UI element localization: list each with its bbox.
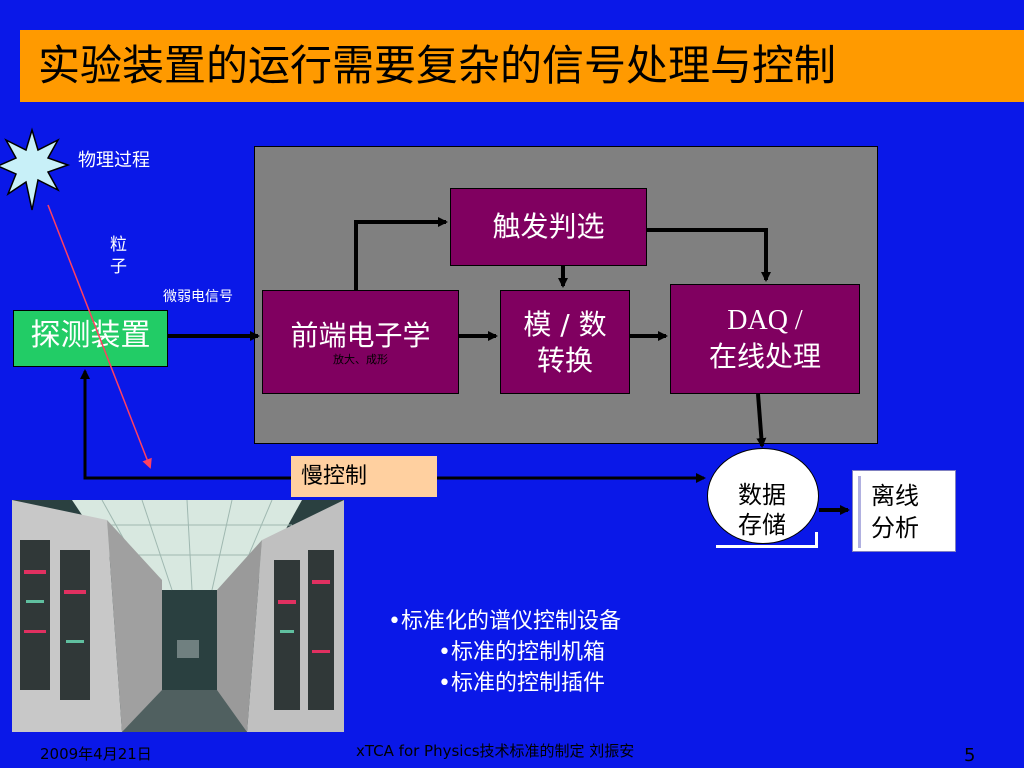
frontend-sub-label: 放大、成形 bbox=[333, 353, 388, 366]
detector-box: 探测装置 bbox=[13, 310, 168, 367]
page-title: 实验装置的运行需要复杂的信号处理与控制 bbox=[20, 30, 1024, 102]
bullet-2: •标准的控制机箱 bbox=[438, 640, 605, 665]
data-storage-shape bbox=[707, 448, 819, 544]
particle-label: 粒 子 bbox=[110, 235, 127, 277]
server-racks-image bbox=[12, 500, 344, 732]
frontend-box: 前端电子学 放大、成形 bbox=[262, 290, 459, 394]
weak-signal-label: 微弱电信号 bbox=[163, 289, 233, 305]
offline-line-2: 分析 bbox=[871, 514, 919, 542]
footer-date: 2009年4月21日 bbox=[40, 745, 152, 763]
trigger-box: 触发判选 bbox=[450, 188, 647, 266]
data-storage-label: 数据 存储 bbox=[716, 480, 808, 540]
footer-center: xTCA for Physics技术标准的制定 刘振安 bbox=[356, 742, 635, 760]
adc-label-2: 转换 bbox=[536, 344, 593, 377]
daq-box: DAQ / 在线处理 bbox=[670, 284, 860, 394]
slow-control-box: 慢控制 bbox=[291, 456, 437, 497]
offline-line-1: 离线 bbox=[871, 482, 919, 510]
daq-label-1: DAQ / bbox=[727, 305, 803, 336]
daq-label-2: 在线处理 bbox=[708, 340, 821, 373]
adc-label-1: 模 / 数 bbox=[523, 308, 607, 341]
storage-line-1: 数据 bbox=[738, 481, 786, 509]
footer-page-number: 5 bbox=[964, 745, 976, 766]
offline-analysis-label: 离线 分析 bbox=[858, 476, 952, 548]
physics-process-label: 物理过程 bbox=[78, 150, 150, 171]
control-room-photo bbox=[12, 500, 344, 732]
adc-box: 模 / 数 转换 bbox=[500, 290, 630, 394]
storage-line-2: 存储 bbox=[738, 511, 786, 539]
frontend-label: 前端电子学 bbox=[290, 319, 431, 352]
bullet-1: •标准化的谱仪控制设备 bbox=[388, 609, 621, 634]
trigger-label: 触发判选 bbox=[492, 210, 605, 243]
data-storage-base bbox=[716, 532, 818, 548]
bullet-3: •标准的控制插件 bbox=[438, 671, 605, 696]
